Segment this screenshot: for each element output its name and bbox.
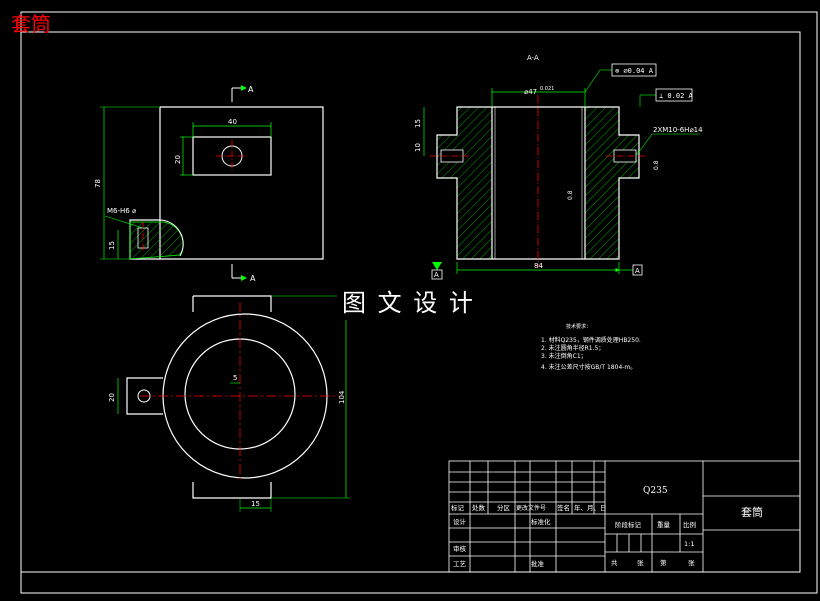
note-4: 4. 未注公差尺寸按GB/T 1804-m。 [541, 363, 636, 371]
section-mark-bottom: A [250, 274, 256, 283]
svg-text:比例: 比例 [683, 520, 696, 529]
note-3: 3. 未注倒角C1； [541, 352, 587, 360]
dim-15-top: 15 [251, 500, 260, 508]
note-2: 2. 未注圆角半径R1.5； [541, 344, 604, 352]
gdt-perp [655, 88, 693, 102]
material: Q235 [643, 486, 668, 496]
thread-callout: M6-H6 ⌀ [107, 207, 136, 215]
svg-text:签名: 签名 [557, 503, 570, 512]
section-mark-top: A [248, 85, 254, 94]
svg-text:分区: 分区 [497, 503, 511, 512]
svg-text:标记: 标记 [451, 503, 465, 512]
dim-5: 5 [233, 374, 237, 382]
inner-border [20, 31, 801, 573]
section-view: A-A ⌀47 0.021 ⊚ ⌀0.04 A ⊥ 0.02 A 15 10 [414, 54, 703, 280]
svg-text:⊥ 0.02 A: ⊥ 0.02 A [659, 92, 694, 100]
right-wall [584, 106, 640, 260]
corner-title: 套筒 [11, 12, 51, 36]
svg-text:张: 张 [688, 558, 695, 567]
gdt-position [611, 63, 657, 77]
slot [192, 136, 272, 176]
dim-bore-tol: 0.021 [540, 86, 554, 92]
datum-triangle [432, 262, 442, 270]
dim-15-front: 15 [108, 241, 116, 250]
svg-text:重量: 重量 [657, 521, 671, 529]
svg-text:设计: 设计 [453, 517, 467, 526]
svg-text:张: 张 [637, 558, 644, 567]
dim-20-top: 20 [108, 393, 116, 402]
part-name: 套筒 [741, 505, 763, 519]
svg-text:批准: 批准 [531, 559, 545, 568]
watermark: 图 文 设 计 [342, 289, 475, 317]
section-label: A-A [527, 54, 539, 62]
dim-10-sec: 10 [414, 143, 422, 152]
title-block [448, 460, 801, 573]
title-block-text: Q235 套筒 标记 处数 分区 更改文件号 签名 年、月、日 设计 标准化 阶… [451, 486, 763, 568]
dim-78: 78 [94, 179, 102, 188]
side-lug [126, 377, 163, 415]
datum-right: A [635, 267, 640, 275]
datum-letter: A [434, 271, 439, 279]
svg-text:⊚ ⌀0.04 A: ⊚ ⌀0.04 A [615, 67, 654, 75]
dim-104: 104 [338, 390, 346, 404]
svg-text:共: 共 [611, 558, 618, 567]
dim-20: 20 [174, 155, 182, 164]
dim-15-sec: 15 [414, 119, 422, 128]
dim-40: 40 [228, 118, 237, 126]
svg-text:年、月、日: 年、月、日 [574, 503, 607, 512]
front-view: A A 40 20 78 15 M6-H6 ⌀ [94, 85, 324, 283]
svg-text:阶段标记: 阶段标记 [615, 520, 642, 529]
holes-callout: 2XM10-6H⌀14 [653, 126, 703, 134]
svg-text:更改文件号: 更改文件号 [516, 504, 546, 512]
svg-text:标准化: 标准化 [531, 517, 551, 526]
notes-heading: 技术要求： [566, 323, 591, 330]
watermark-bg [337, 284, 497, 320]
svg-text:审核: 审核 [453, 544, 467, 553]
svg-text:第: 第 [660, 558, 667, 567]
dim-bore: ⌀47 [524, 88, 537, 96]
svg-text:1:1: 1:1 [684, 540, 694, 548]
dim-side2: 0.8 [567, 190, 574, 200]
svg-text:处数: 处数 [472, 503, 486, 512]
svg-text:工艺: 工艺 [453, 560, 467, 568]
note-1: 1. 材料Q235，钢件调质处理HB250. [541, 336, 641, 344]
top-view: 20 5 104 15 [108, 295, 350, 512]
technical-notes: 技术要求： 1. 材料Q235，钢件调质处理HB250. 2. 未注圆角半径R1… [541, 323, 641, 371]
dim-84: 84 [534, 262, 543, 270]
left-wall [436, 106, 493, 260]
dim-side: 0.8 [653, 160, 660, 170]
